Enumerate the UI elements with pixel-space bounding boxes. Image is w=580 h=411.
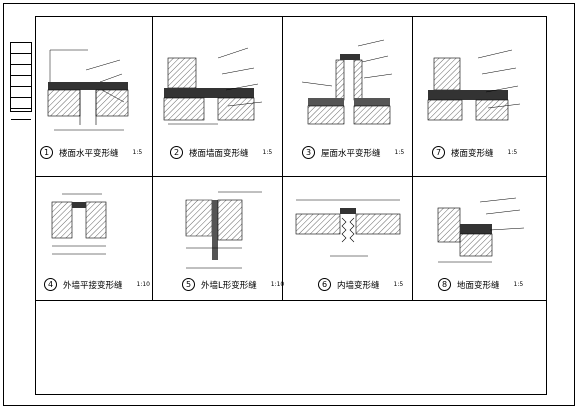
detail-drawing-1 [47, 49, 129, 131]
column-divider [152, 16, 153, 300]
row-divider [35, 176, 547, 177]
drawing-label-8: 8 地面变形缝 1:5 [438, 278, 523, 291]
drawing-frame [35, 16, 547, 395]
drawing-scale: 1:10 [270, 281, 285, 288]
drawing-number: 6 [318, 278, 331, 291]
detail-drawing-8 [437, 197, 525, 263]
drawing-number: 1 [40, 146, 53, 159]
drawing-label-1: 1 楼面水平变形缝 1:5 [40, 146, 142, 159]
drawing-label-6: 6 内墙变形缝 1:5 [318, 278, 403, 291]
drawing-title: 楼面变形缝 [451, 148, 494, 159]
sheet-border [3, 3, 575, 406]
drawing-scale: 1:5 [393, 281, 404, 288]
drawing-number: 3 [302, 146, 315, 159]
detail-drawing-5 [185, 191, 262, 269]
drawing-scale: 1:5 [507, 149, 518, 156]
title-strip [10, 42, 32, 120]
detail-drawing-7 [427, 49, 521, 121]
column-divider [412, 16, 413, 300]
drawing-title: 外墙L形变形缝 [201, 280, 257, 291]
detail-drawing-3 [301, 39, 393, 125]
drawing-title: 外墙平接变形缝 [63, 280, 123, 291]
drawing-label-3: 3 屋面水平变形缝 1:5 [302, 146, 404, 159]
drawing-title: 屋面水平变形缝 [321, 148, 381, 159]
detail-drawing-2 [163, 47, 263, 125]
drawing-number: 5 [182, 278, 195, 291]
drawing-scale: 1:10 [136, 281, 150, 288]
drawing-title: 楼面水平变形缝 [59, 148, 119, 159]
drawing-scale: 1:5 [262, 149, 273, 156]
drawing-number: 7 [432, 146, 445, 159]
drawing-scale: 1:5 [394, 149, 405, 156]
detail-drawing-4 [51, 193, 107, 255]
column-divider [282, 16, 283, 300]
drawing-scale: 1:5 [132, 149, 143, 156]
drawing-label-5: 5 外墙L形变形缝 1:10 [182, 278, 284, 291]
drawing-title: 内墙变形缝 [337, 280, 380, 291]
drawing-number: 4 [44, 278, 57, 291]
detail-drawing-6 [295, 199, 401, 257]
drawing-label-7: 7 楼面变形缝 1:5 [432, 146, 517, 159]
drawing-number: 2 [170, 146, 183, 159]
drawing-number: 8 [438, 278, 451, 291]
drawing-title: 楼面墙面变形缝 [189, 148, 249, 159]
drawing-label-4: 4 外墙平接变形缝 1:10 [44, 278, 150, 291]
drawing-scale: 1:5 [513, 281, 524, 288]
row-divider [35, 300, 547, 301]
drawing-title: 地面变形缝 [457, 280, 500, 291]
drawing-label-2: 2 楼面墙面变形缝 1:5 [170, 146, 272, 159]
